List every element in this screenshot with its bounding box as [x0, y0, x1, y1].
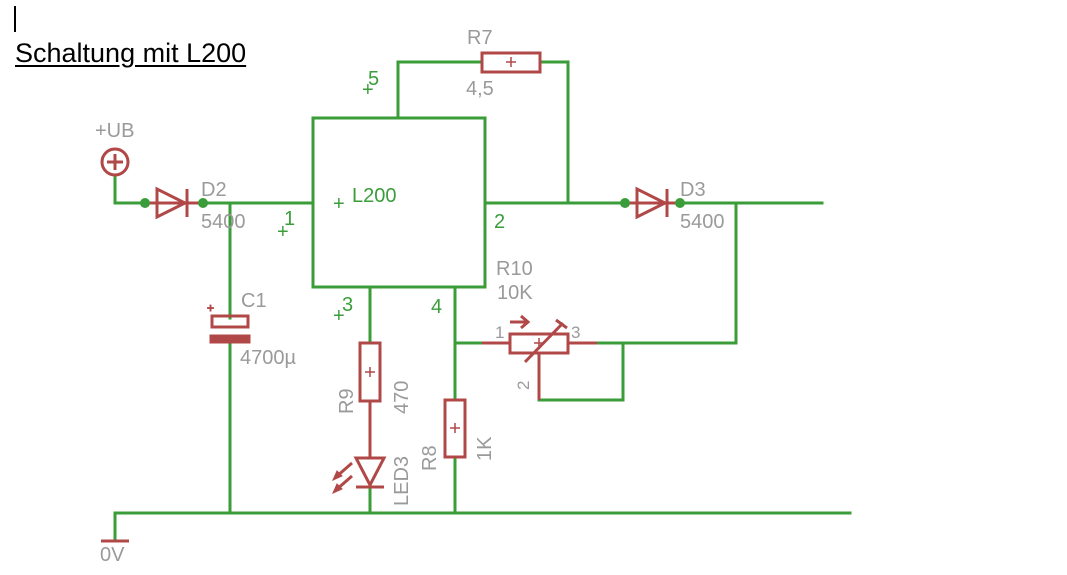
r8-value: 1K — [474, 436, 496, 461]
diode-d2: D2 5400 — [140, 179, 246, 233]
r10-pin-1-label: 1 — [495, 323, 504, 342]
ic-pin-2-label: 2 — [494, 211, 505, 233]
r8-name: R8 — [419, 445, 441, 471]
ic-origin-mark: + — [333, 193, 345, 215]
wire-feedback — [595, 201, 738, 345]
supply-symbol — [100, 147, 130, 177]
d2-node-right — [198, 198, 208, 208]
ic-body — [311, 116, 487, 289]
ground-0v: 0V — [100, 539, 129, 566]
page-title: Schaltung mit L200 — [15, 38, 247, 68]
diode-d3: D3 5400 — [620, 179, 725, 233]
ic-pin-5-mark: + — [362, 79, 374, 101]
capacitor-c1: + C1 4700µ — [207, 290, 297, 369]
wire-pin5-to-r7 — [396, 60, 484, 120]
ic-name: L200 — [352, 185, 397, 207]
text-cursor — [14, 6, 16, 32]
resistor-r9: R9 470 — [336, 341, 413, 458]
r10-name: R10 — [496, 258, 533, 280]
r9-name: R9 — [336, 388, 358, 414]
wire-r7-to-output — [538, 60, 570, 205]
r10-adjust-tick — [555, 318, 568, 330]
led-led3: LED3 — [332, 456, 413, 506]
ic-pin-3-mark: + — [333, 305, 345, 327]
r10-value: 10K — [497, 282, 533, 304]
ic-pin-4-label: 4 — [431, 296, 442, 318]
c1-plate-positive — [210, 314, 250, 329]
ground-label: 0V — [100, 544, 125, 566]
r10-wiper-arrow-head — [520, 314, 531, 330]
d3-node-left — [620, 198, 630, 208]
resistor-r7: R7 4,5 — [466, 27, 542, 100]
wire-r10-wiper-loop — [537, 341, 625, 402]
c1-polarity-mark: + — [207, 301, 214, 315]
led3-triangle — [353, 456, 387, 489]
r7-value: 4,5 — [466, 78, 494, 100]
d3-value: 5400 — [680, 211, 725, 233]
c1-plate-negative — [209, 334, 251, 344]
wire-input — [113, 175, 147, 205]
potentiometer-r10: R10 10K 1 2 3 — [482, 258, 597, 400]
d2-node-left — [140, 198, 150, 208]
r10-pin-3-label: 3 — [571, 323, 580, 342]
led3-arrowhead-1 — [332, 470, 343, 481]
wires — [113, 60, 852, 543]
r8-body — [443, 398, 467, 459]
resistor-r8: R8 1K — [419, 398, 496, 471]
c1-name: C1 — [241, 290, 267, 312]
d3-name: D3 — [680, 179, 706, 201]
c1-value: 4700µ — [240, 347, 296, 369]
r7-body — [480, 51, 542, 74]
ic-pin-3-label: 3 — [342, 294, 353, 316]
supply-ub: +UB — [95, 120, 134, 177]
ic-pin-1-mark: + — [277, 221, 289, 243]
led3-arrowhead-2 — [332, 483, 343, 494]
d2-name: D2 — [201, 179, 227, 201]
r10-pin-2-label: 2 — [514, 381, 533, 390]
ic-pin-5-label: 5 — [368, 68, 379, 90]
d2-triangle — [155, 186, 189, 220]
d2-value: 5400 — [201, 211, 246, 233]
r10-adjust-slash — [523, 321, 565, 364]
ic-l200: L200 + 1 + 2 3 + 4 5 + — [277, 68, 505, 327]
d3-triangle — [635, 186, 669, 220]
led3-name: LED3 — [391, 456, 413, 506]
ic-pin-1-label: 1 — [284, 208, 295, 230]
supply-label: +UB — [95, 120, 134, 142]
r9-value: 470 — [391, 381, 413, 414]
r7-name: R7 — [467, 27, 493, 49]
d3-node-right — [675, 198, 685, 208]
